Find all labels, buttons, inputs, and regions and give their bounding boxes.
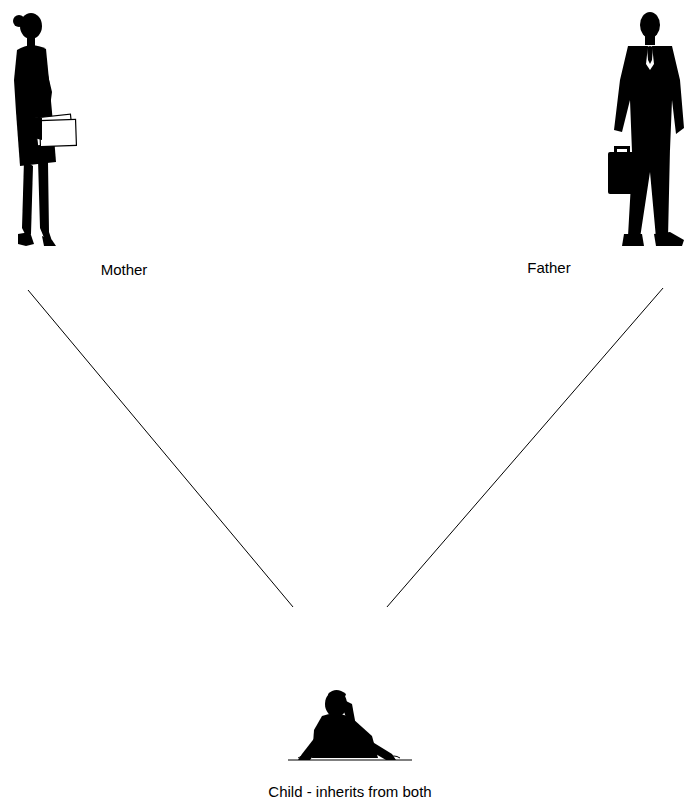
person-figure: Child - inherits from both xyxy=(240,607,460,802)
person-figure: Father xyxy=(515,8,690,288)
tie-knot xyxy=(647,46,653,64)
hand xyxy=(298,756,310,758)
person-label: Child - inherits from both xyxy=(268,783,431,801)
person-figure: Mother xyxy=(8,8,168,290)
papers xyxy=(34,114,76,146)
person-label: Mother xyxy=(101,261,148,279)
tie xyxy=(646,46,654,70)
hand xyxy=(388,756,400,758)
person-label: Father xyxy=(527,259,570,277)
child-silhouette xyxy=(298,690,396,760)
inheritance-line xyxy=(28,290,293,607)
father-silhouette xyxy=(608,12,684,246)
inheritance-line xyxy=(387,288,663,607)
desk-edge xyxy=(288,759,412,760)
